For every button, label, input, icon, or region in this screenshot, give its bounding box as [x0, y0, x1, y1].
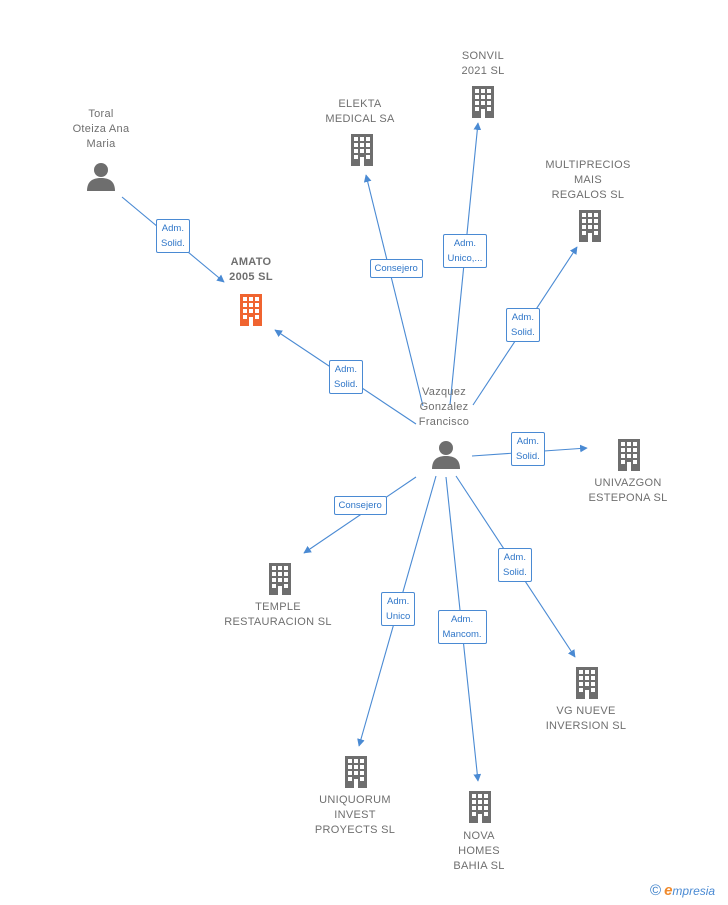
company-name-label[interactable]: SONVIL 2021 SL	[461, 50, 505, 77]
company-name-label[interactable]: VG NUEVE INVERSION SL	[545, 705, 627, 732]
company-name-label[interactable]: NOVA HOMES BAHIA SL	[453, 829, 505, 872]
company-building-icon[interactable]	[240, 294, 262, 326]
edge-role-label[interactable]: Adm. Solid.	[498, 548, 532, 582]
edge-role-label[interactable]: Adm. Solid.	[506, 308, 540, 342]
edge-role-label[interactable]: Adm. Unico,...	[442, 234, 488, 268]
edge-vazquez-elekta	[363, 174, 424, 407]
company-building-icon[interactable]	[269, 563, 291, 595]
edge-role-label[interactable]: Adm. Mancom.	[437, 610, 487, 644]
company-building-icon[interactable]	[345, 756, 367, 788]
company-building-icon[interactable]	[618, 439, 640, 471]
company-building-icon[interactable]	[579, 210, 601, 242]
person-name-label[interactable]: Vazquez Gonzalez Francisco	[418, 385, 470, 428]
empresia-logo-text: mpresia	[672, 884, 716, 898]
company-building-icon[interactable]	[469, 791, 491, 823]
edge-vazquez-temple	[303, 476, 417, 554]
edge-role-label[interactable]: Adm. Solid.	[156, 219, 190, 253]
person-name-label[interactable]: Toral Oteiza Ana Maria	[72, 107, 130, 150]
company-name-label[interactable]: UNIQUORUM INVEST PROYECTS SL	[314, 793, 396, 836]
empresia-logo-initial: e	[664, 882, 673, 899]
company-name-label[interactable]: UNIVAZGON ESTEPONA SL	[588, 477, 668, 504]
person-icon[interactable]	[432, 441, 460, 469]
person-icon[interactable]	[87, 163, 115, 191]
company-name-label[interactable]: TEMPLE RESTAURACION SL	[224, 601, 332, 628]
edge-role-label[interactable]: Adm. Solid.	[329, 360, 363, 394]
empresia-brand[interactable]: ©empresia	[650, 882, 715, 899]
edge-role-label[interactable]: Adm. Unico	[381, 592, 416, 626]
edge-role-label[interactable]: Consejero	[369, 258, 423, 278]
company-building-icon[interactable]	[472, 86, 494, 118]
company-name-label[interactable]: AMATO 2005 SL	[229, 256, 273, 283]
company-name-label[interactable]: ELEKTA MEDICAL SA	[325, 98, 395, 125]
company-building-icon[interactable]	[351, 134, 373, 166]
company-name-label[interactable]: MULTIPRECIOS MAIS REGALOS SL	[545, 158, 631, 201]
edge-role-label[interactable]: Consejero	[333, 495, 387, 515]
copyright-icon: ©	[650, 882, 662, 899]
edge-role-label[interactable]: Adm. Solid.	[511, 432, 545, 466]
company-building-icon[interactable]	[576, 667, 598, 699]
